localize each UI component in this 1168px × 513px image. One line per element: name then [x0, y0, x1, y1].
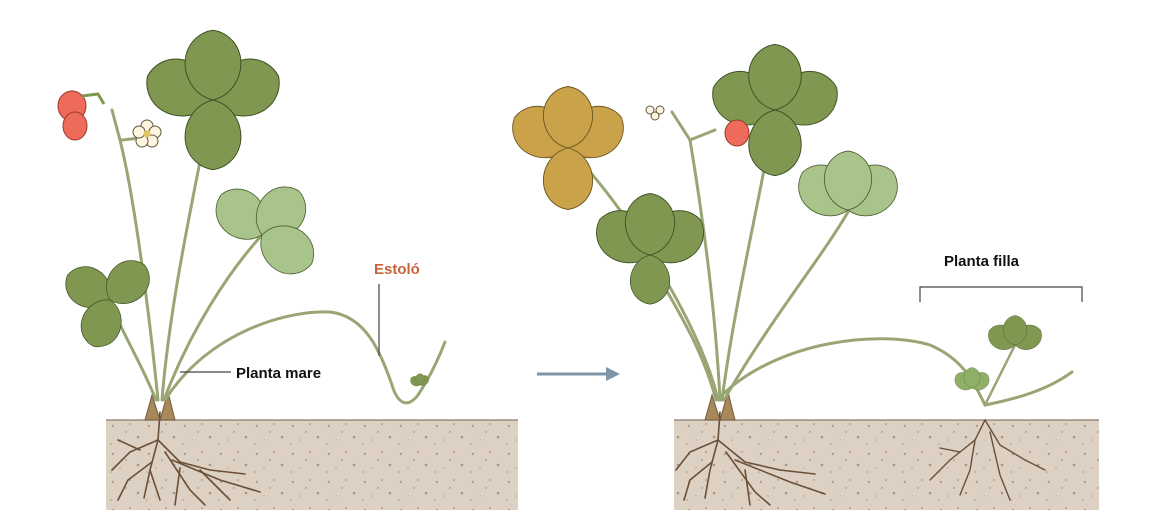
trifoliate-leaf-top — [138, 30, 288, 169]
daughter-plant-scene — [502, 44, 1099, 510]
trifoliate-leaf-low — [58, 251, 159, 353]
stolon-bud — [408, 373, 431, 388]
daughter-bracket — [920, 287, 1082, 302]
strawberry-fruit-right — [725, 120, 749, 146]
mother-plant-label: Planta mare — [236, 365, 321, 382]
trifoliate-leaf-light — [205, 176, 323, 283]
trifoliate-leaf-top-right — [704, 44, 845, 175]
trifoliate-leaf-light-right — [788, 151, 909, 228]
trifoliate-leaf-mid-right — [586, 194, 715, 305]
strawberry-flower — [133, 120, 161, 147]
stolon-label: Estoló — [374, 261, 420, 278]
soil-left — [106, 420, 518, 510]
strawberry-fruit — [58, 91, 104, 140]
right-arrow-icon — [537, 367, 620, 381]
trifoliate-leaf-yellow — [502, 87, 633, 210]
stolon-runner — [165, 312, 445, 403]
flower-bud-icon — [646, 106, 664, 120]
daughter-plant-label: Planta filla — [944, 253, 1019, 270]
mother-plant-scene — [58, 30, 518, 510]
